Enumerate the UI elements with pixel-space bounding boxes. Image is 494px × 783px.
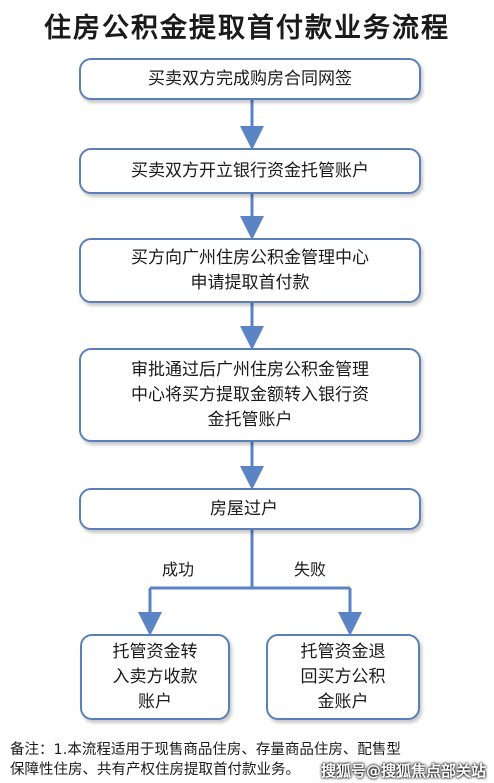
footnote: 备注：1.本流程适用于现售商品住房、存量商品住房、配售型 保障性住房、共有产权住… — [10, 742, 401, 778]
step-open-escrow-account: 买卖双方开立银行资金托管账户 — [79, 148, 421, 194]
page-title: 住房公积金提取首付款业务流程 — [44, 13, 450, 44]
fail-label: 失败 — [294, 560, 327, 579]
watermark: 搜狐号@搜狐焦点部关站 — [320, 762, 486, 780]
result-success-box: 托管资金转 入卖方收款 账户 — [80, 634, 230, 720]
step-property-transfer: 房屋过户 — [79, 488, 421, 530]
success-label: 成功 — [162, 560, 195, 579]
step-transfer-to-escrow: 审批通过后广州住房公积金管理 中心将买方提取金额转入银行资 金托管账户 — [79, 348, 421, 442]
result-fail-box: 托管资金退 回买方公积 金账户 — [266, 634, 420, 720]
step-apply-withdrawal: 买方向广州住房公积金管理中心 申请提取首付款 — [79, 238, 421, 303]
step-contract-signing: 买卖双方完成购房合同网签 — [79, 58, 421, 100]
